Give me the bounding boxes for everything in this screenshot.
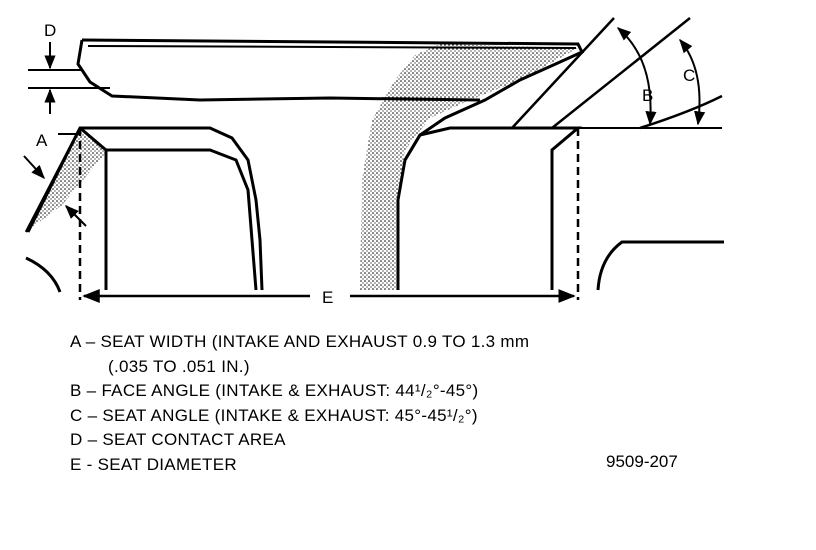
shaded-contact-areas (26, 44, 578, 290)
dimension-a (23, 133, 87, 227)
legend-b: B – FACE ANGLE (INTAKE & EXHAUST: 44¹/₂°… (70, 381, 479, 400)
dimension-d (28, 42, 110, 114)
legend-e: E - SEAT DIAMETER (70, 454, 237, 474)
dimension-e (78, 128, 580, 303)
label-c: C (683, 66, 695, 85)
angle-lines (24, 17, 691, 233)
figure-id: 9509-207 (606, 452, 678, 471)
legend: A – SEAT WIDTH (INTAKE AND EXHAUST 0.9 T… (70, 330, 529, 477)
left-seat (25, 126, 264, 293)
legend-c: C – SEAT ANGLE (INTAKE & EXHAUST: 45°-45… (70, 405, 478, 425)
legend-d: D – SEAT CONTACT AREA (70, 430, 286, 449)
label-d: D (44, 21, 56, 40)
legend-a-line2: (.035 TO .051 IN.) (108, 356, 250, 376)
angle-arcs (616, 27, 723, 130)
label-b: B (642, 86, 653, 105)
valve-head (76, 38, 585, 290)
label-e: E (322, 288, 333, 307)
label-a: A (36, 131, 48, 150)
legend-a-line1: A – SEAT WIDTH (INTAKE AND EXHAUST 0.9 T… (70, 332, 530, 351)
right-seat (403, 126, 724, 291)
